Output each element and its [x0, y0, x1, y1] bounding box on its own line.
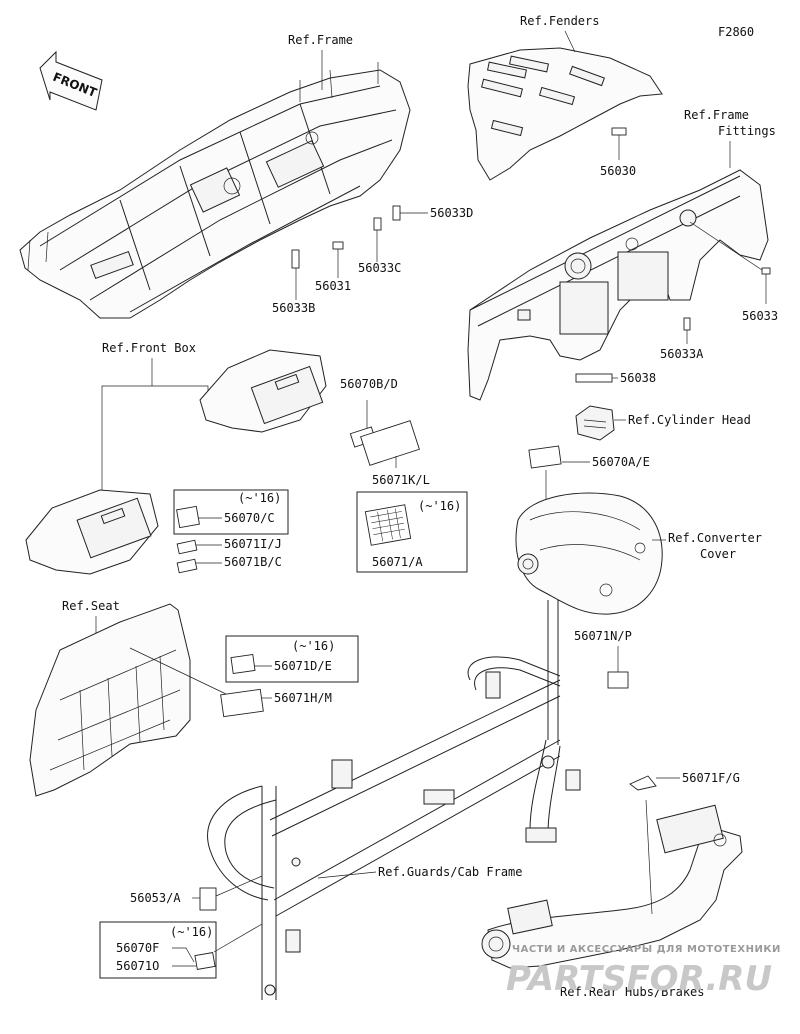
rear-hubs-drawing [481, 799, 743, 969]
decal-56033B [291, 249, 300, 269]
part-56071O: 56071O [116, 959, 159, 973]
part-56033C: 56033C [358, 261, 401, 275]
cylinder-head-drawing [575, 405, 615, 441]
part-56038: 56038 [620, 371, 656, 385]
part-56070BD: 56070B/D [340, 377, 398, 391]
ref-cylinder-head-label: Ref.Cylinder Head [628, 413, 751, 427]
decal-56033 [761, 267, 771, 275]
part-56070C: 56070/C [224, 511, 275, 525]
ref-converter-cover-label-1: Ref.Converter [668, 531, 762, 545]
part-56033A: 56033A [660, 347, 704, 361]
ref-seat-label: Ref.Seat [62, 599, 120, 613]
part-56071NP: 56071N/P [574, 629, 632, 643]
part-56033: 56033 [742, 309, 778, 323]
converter-cover-drawing [515, 492, 663, 615]
decal-56038 [575, 373, 613, 383]
decal-56033C [373, 217, 382, 231]
ref-frame-label: Ref.Frame [288, 33, 353, 47]
decal-56071A [364, 504, 412, 546]
part-56031: 56031 [315, 279, 351, 293]
front-box-upper-drawing [199, 349, 327, 433]
figure-code: F2860 [718, 25, 754, 39]
dashboard-drawing [467, 169, 769, 401]
decal-56071BC [176, 558, 198, 574]
watermark-line-1: ЧАСТИ И АКСЕССУАРЫ ДЛЯ МОТОТЕХНИКИ [512, 944, 781, 955]
part-56071HM: 56071H/M [274, 691, 332, 705]
part-56053A: 56053/A [130, 891, 181, 905]
decal-56030 [611, 127, 627, 136]
part-56071KL: 56071K/L [372, 473, 430, 487]
part-56070F: 56070F [116, 941, 159, 955]
cab-frame-drawing [207, 600, 581, 1000]
ref-rear-hubs-brakes-label: Ref.Rear Hubs/Brakes [560, 985, 705, 999]
note-until16-c: (~'16) [292, 639, 335, 653]
frame-drawing [19, 62, 411, 319]
decal-56071FG [629, 775, 657, 791]
decal-56070C [176, 505, 200, 529]
decal-56070F-56071O [194, 952, 216, 970]
decal-56071HM [220, 688, 264, 718]
note-until16-d: (~'16) [170, 925, 213, 939]
part-56071DE: 56071D/E [274, 659, 332, 673]
decal-56053A [199, 887, 217, 911]
ref-frame-fittings-label-1: Ref.Frame [684, 108, 749, 122]
decal-56071NP [607, 671, 629, 689]
note-box-56070F [99, 921, 217, 979]
note-box-56070C [173, 489, 289, 535]
decal-56031 [332, 241, 344, 250]
fender-drawing [467, 47, 663, 181]
part-56071BC: 56071B/C [224, 555, 282, 569]
ref-frame-fittings-label-2: Fittings [718, 124, 776, 138]
decal-56071IJ [176, 539, 198, 555]
decal-56071KL [360, 420, 420, 466]
decal-56033A [683, 317, 691, 331]
note-until16-a: (~'16) [238, 491, 281, 505]
decal-56033D [392, 205, 401, 221]
ref-fenders-label: Ref.Fenders [520, 14, 599, 28]
note-box-56071A [356, 491, 468, 573]
part-56071A: 56071/A [372, 555, 423, 569]
ref-converter-cover-label-2: Cover [700, 547, 736, 561]
part-56070AE: 56070A/E [592, 455, 650, 469]
decal-56070AE [528, 445, 562, 469]
part-56071IJ: 56071I/J [224, 537, 282, 551]
part-56033B: 56033B [272, 301, 315, 315]
front-arrow-icon: FRONT [39, 50, 103, 111]
front-box-lower-drawing [25, 489, 159, 575]
part-56033D: 56033D [430, 206, 473, 220]
watermark-line-2: PARTSFOR.RU [506, 959, 772, 999]
part-56071FG: 56071F/G [682, 771, 740, 785]
note-box-56071DE [225, 635, 359, 683]
ref-front-box-label: Ref.Front Box [102, 341, 196, 355]
seat-drawing [29, 603, 191, 797]
ref-guards-cab-frame-label: Ref.Guards/Cab Frame [378, 865, 523, 879]
note-until16-b: (~'16) [418, 499, 461, 513]
decal-56071DE [230, 654, 256, 674]
part-56030: 56030 [600, 164, 636, 178]
